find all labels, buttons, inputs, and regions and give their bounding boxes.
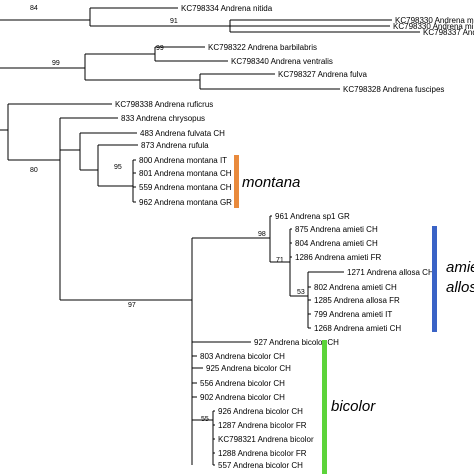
support-value: 53	[297, 289, 305, 296]
taxon-label: KC798327 Andrena fulva	[278, 70, 368, 79]
taxon-label: 800 Andrena montana IT	[139, 156, 227, 165]
taxon-label: 873 Andrena rufula	[141, 141, 209, 150]
taxon-label: 902 Andrena bicolor CH	[200, 393, 285, 402]
taxon-label: 1271 Andrena allosa CH	[347, 268, 434, 277]
taxon-label: KC798321 Andrena bicolor	[218, 435, 314, 444]
taxon-label: 1285 Andrena allosa FR	[314, 296, 400, 305]
support-value: 80	[30, 167, 38, 174]
taxon-label: 801 Andrena montana CH	[139, 169, 232, 178]
support-value: 55	[201, 416, 209, 423]
taxon-label: 559 Andrena montana CH	[139, 183, 232, 192]
taxon-label: 804 Andrena amieti CH	[295, 239, 378, 248]
clade-bar	[432, 226, 437, 332]
taxon-label: KC798340 Andrena ventralis	[231, 57, 333, 66]
taxon-label: KC798330 Andrena mir	[395, 16, 474, 25]
taxon-label: 802 Andrena amieti CH	[314, 283, 397, 292]
taxon-label: 1268 Andrena amieti CH	[314, 324, 401, 333]
taxon-label: KC798322 Andrena barbilabris	[208, 43, 317, 52]
taxon-label: 803 Andrena bicolor CH	[200, 352, 285, 361]
clade-name: montana	[242, 174, 300, 191]
taxon-label: 1286 Andrena amieti FR	[295, 253, 381, 262]
taxon-label: 557 Andrena bicolor CH	[218, 461, 303, 470]
taxon-label: KC798328 Andrena fuscipes	[343, 85, 444, 94]
support-value: 99	[52, 60, 60, 67]
taxon-label: 1287 Andrena bicolor FR	[218, 421, 307, 430]
support-value: 99	[156, 45, 164, 52]
support-value: 95	[114, 164, 122, 171]
taxon-label: 556 Andrena bicolor CH	[200, 379, 285, 388]
support-value: 71	[276, 257, 284, 264]
clade-bar	[234, 155, 239, 208]
taxon-label: KC798334 Andrena nitida	[181, 4, 273, 13]
support-value: 84	[30, 5, 38, 12]
taxon-label: 927 Andrena bicolor CH	[254, 338, 339, 347]
taxon-label: 961 Andrena sp1 GR	[275, 212, 350, 221]
taxon-label: 833 Andrena chrysopus	[121, 114, 205, 123]
clade-name: allos	[446, 279, 474, 296]
taxon-label: 483 Andrena fulvata CH	[140, 129, 225, 138]
taxon-label: KC798330 Andrena mir	[393, 22, 474, 31]
taxon-label: 1288 Andrena bicolor FR	[218, 449, 307, 458]
clade-name: amie	[446, 259, 474, 276]
taxon-label: 926 Andrena bicolor CH	[218, 407, 303, 416]
taxon-label: KC798337 Andrena	[423, 28, 474, 37]
clade-bar	[322, 340, 327, 474]
clade-name: bicolor	[331, 398, 376, 415]
support-value: 91	[170, 18, 178, 25]
taxon-label: 925 Andrena bicolor CH	[206, 364, 291, 373]
support-value: 97	[128, 302, 136, 309]
support-value: 98	[258, 231, 266, 238]
taxon-label: 799 Andrena amieti IT	[314, 310, 392, 319]
taxon-label: 962 Andrena montana GR	[139, 198, 232, 207]
taxon-label: 875 Andrena amieti CH	[295, 225, 378, 234]
taxon-label: KC798338 Andrena ruficrus	[115, 100, 213, 109]
